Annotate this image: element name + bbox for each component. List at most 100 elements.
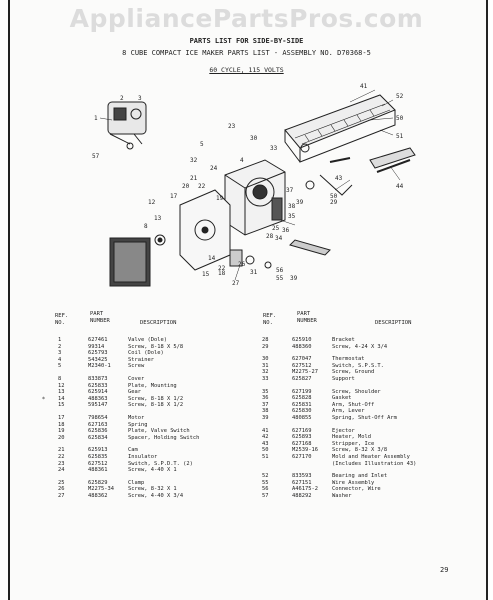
part-number-cell: 625914 bbox=[88, 389, 108, 396]
svg-text:22: 22 bbox=[198, 183, 206, 190]
description-cell: Switch, S.P.S.T. bbox=[332, 362, 384, 369]
part-number-cell: 627047 bbox=[292, 356, 312, 363]
description-cell: Cam bbox=[128, 447, 138, 454]
description-cell: Arm, Shut-Off bbox=[332, 401, 375, 408]
part-number-cell: 488361 bbox=[88, 467, 108, 474]
ref-cell: 36 bbox=[262, 395, 269, 402]
part-number-cell: M2275-34 bbox=[88, 486, 114, 493]
ref-cell: 38 bbox=[262, 408, 269, 415]
part-number-cell: 627168 bbox=[292, 440, 312, 447]
part-number-cell: 480855 bbox=[292, 414, 312, 421]
description-cell: Screw, 8-18 X 1/2 bbox=[128, 402, 184, 409]
col-ref-header-left: REF.NO. bbox=[55, 313, 69, 326]
svg-text:36: 36 bbox=[282, 227, 290, 234]
part-number-cell: 99314 bbox=[88, 343, 105, 350]
ref-cell: 37 bbox=[262, 401, 269, 408]
part-number-cell: 625793 bbox=[88, 350, 108, 357]
document-page bbox=[8, 0, 488, 600]
svg-text:18: 18 bbox=[218, 270, 226, 277]
svg-text:8: 8 bbox=[144, 223, 148, 230]
ref-cell: 18 bbox=[58, 421, 65, 428]
col-ref-header-right: REF.NO. bbox=[263, 313, 277, 326]
margin-mark: * bbox=[42, 396, 45, 403]
ref-cell: 42 bbox=[262, 434, 269, 441]
description-cell: (Includes Illustration 43) bbox=[332, 460, 417, 467]
ref-cell: 12 bbox=[58, 382, 65, 389]
ref-cell: 20 bbox=[58, 434, 65, 441]
description-cell: Screw, Shoulder bbox=[332, 388, 381, 395]
part-number-cell: 833873 bbox=[88, 375, 108, 382]
ref-cell: 17 bbox=[58, 414, 65, 421]
svg-text:15: 15 bbox=[202, 271, 210, 278]
description-cell: Ejector bbox=[332, 427, 355, 434]
svg-text:29: 29 bbox=[330, 199, 338, 206]
description-cell: Screw, Ground bbox=[332, 369, 375, 376]
description-cell: Spring, Shut-Off Arm bbox=[332, 414, 397, 421]
description-cell: Screw, 4-24 X 3/4 bbox=[332, 343, 388, 350]
ref-cell: 1 bbox=[58, 337, 62, 343]
part-number-cell: 625835 bbox=[88, 453, 108, 460]
description-cell: Clamp bbox=[128, 479, 145, 486]
svg-text:32: 32 bbox=[190, 157, 198, 164]
description-cell: Gear bbox=[128, 389, 141, 396]
ref-cell: 14 bbox=[58, 395, 65, 402]
svg-text:13: 13 bbox=[154, 215, 162, 222]
ref-cell: 21 bbox=[58, 447, 65, 454]
ref-cell: 57 bbox=[262, 492, 269, 499]
watermark: AppliancePartsPros.com bbox=[69, 4, 424, 33]
part-number-cell: 488292 bbox=[292, 492, 312, 499]
svg-text:17: 17 bbox=[170, 193, 178, 200]
ref-cell: 50 bbox=[262, 447, 269, 454]
shutoff-arm-drawing bbox=[271, 143, 353, 256]
svg-text:38: 38 bbox=[288, 203, 296, 210]
part-number-cell: 625829 bbox=[88, 479, 108, 486]
part-number-cell: 627151 bbox=[292, 479, 312, 486]
part-number-cell: 625830 bbox=[292, 408, 312, 415]
description-cell: Screw, 4-40 X 1 bbox=[128, 467, 177, 474]
part-number-cell: 627512 bbox=[292, 362, 312, 369]
gear-drawing bbox=[154, 234, 272, 269]
leader-lines bbox=[99, 89, 401, 281]
svg-text:28: 28 bbox=[266, 233, 274, 240]
table-row: 39 480855 Spring, Shut-Off Arm bbox=[262, 415, 472, 422]
page-number: 29 bbox=[440, 566, 449, 574]
ref-cell bbox=[262, 461, 292, 468]
svg-text:23: 23 bbox=[228, 123, 236, 130]
assembly-subtitle: 8 CUBE COMPACT ICE MAKER PARTS LIST - AS… bbox=[122, 49, 371, 57]
part-number-cell: M2340-1 bbox=[88, 363, 111, 370]
ref-cell: 52 bbox=[262, 473, 269, 480]
svg-text:22: 22 bbox=[218, 265, 226, 272]
part-number-cell: 625833 bbox=[88, 382, 108, 389]
ref-cell: 19 bbox=[58, 428, 65, 435]
svg-text:4: 4 bbox=[240, 157, 244, 164]
svg-text:1: 1 bbox=[94, 115, 98, 122]
part-number-cell: 627169 bbox=[292, 427, 312, 434]
part-number-cell: M2539-16 bbox=[292, 447, 318, 454]
ref-cell: 39 bbox=[262, 414, 269, 421]
part-number-cell: 625913 bbox=[88, 447, 108, 454]
ref-cell: 27 bbox=[58, 492, 65, 499]
part-number-cell: A46175-2 bbox=[292, 486, 318, 493]
svg-text:5: 5 bbox=[200, 141, 204, 148]
ref-cell: 5 bbox=[58, 363, 62, 370]
svg-text:21: 21 bbox=[190, 175, 198, 182]
page-title: PARTS LIST FOR SIDE-BY-SIDE bbox=[189, 37, 304, 45]
ref-cell: 31 bbox=[262, 362, 269, 369]
ref-cell: 2 bbox=[58, 343, 62, 350]
svg-text:56: 56 bbox=[276, 267, 284, 274]
